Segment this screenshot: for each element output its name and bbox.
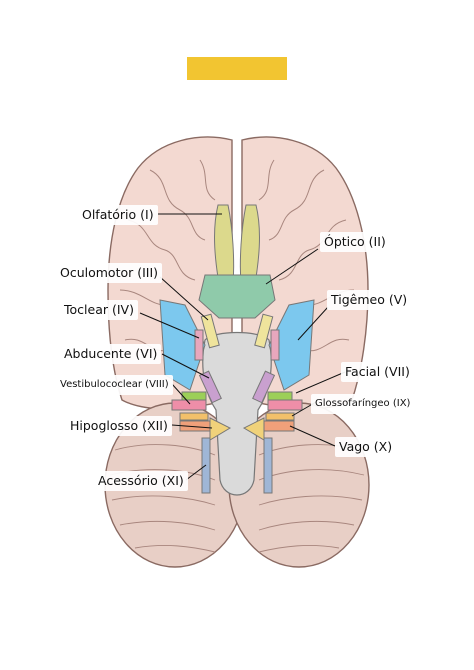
leader-trochlear (139, 312, 200, 339)
oculomotor-right (254, 313, 274, 349)
trochlear-left (194, 329, 204, 361)
oculomotor-left (200, 313, 220, 349)
leader-optic (265, 248, 319, 285)
trochlear-right (270, 329, 280, 361)
label-optic: Óptico (II) (320, 232, 390, 252)
abducens-left (198, 370, 222, 404)
vestibulocochlear-right (267, 399, 303, 411)
label-olfactory: Olfatório (I) (78, 205, 158, 225)
leader-oculomotor (159, 276, 209, 321)
leader-abducens (161, 353, 210, 379)
facial-right (267, 391, 293, 401)
leader-accessory (185, 464, 207, 481)
leader-vestibulocochlear (171, 383, 191, 405)
label-abducens: Abducente (VI) (60, 344, 162, 364)
glossopharyngeal-left (179, 412, 209, 421)
glossopharyngeal-right (265, 412, 295, 421)
leader-trigeminal (297, 306, 329, 341)
label-glossopharyngeal: Glossofaríngeo (IX) (311, 394, 415, 414)
leader-hypoglossal (171, 424, 213, 429)
label-vestibulocochlear: Vestibulococlear (VIII) (56, 375, 173, 395)
abducens-right (252, 370, 276, 404)
accessory-right (263, 437, 273, 494)
label-oculomotor: Oculomotor (III) (56, 263, 163, 283)
label-accessory: Acessório (XI) (94, 471, 188, 491)
label-hypoglossal: Hipoglosso (XII) (66, 416, 172, 436)
optic-chiasm (198, 274, 276, 319)
hypoglossal-left (209, 417, 232, 441)
label-trigeminal: Tigêmeo (V) (327, 290, 412, 310)
vagus-right (263, 420, 295, 432)
vestibulocochlear-left (171, 399, 207, 411)
trigeminal-left (159, 299, 206, 391)
leader-facial (295, 371, 346, 394)
trigeminal-right (268, 299, 315, 391)
leader-vagus (289, 425, 336, 447)
title-bar (187, 57, 287, 80)
hypoglossal-right (242, 417, 265, 441)
label-trochlear: Toclear (IV) (60, 300, 138, 320)
label-facial: Facial (VII) (341, 362, 414, 382)
label-vagus: Vago (X) (335, 437, 397, 457)
